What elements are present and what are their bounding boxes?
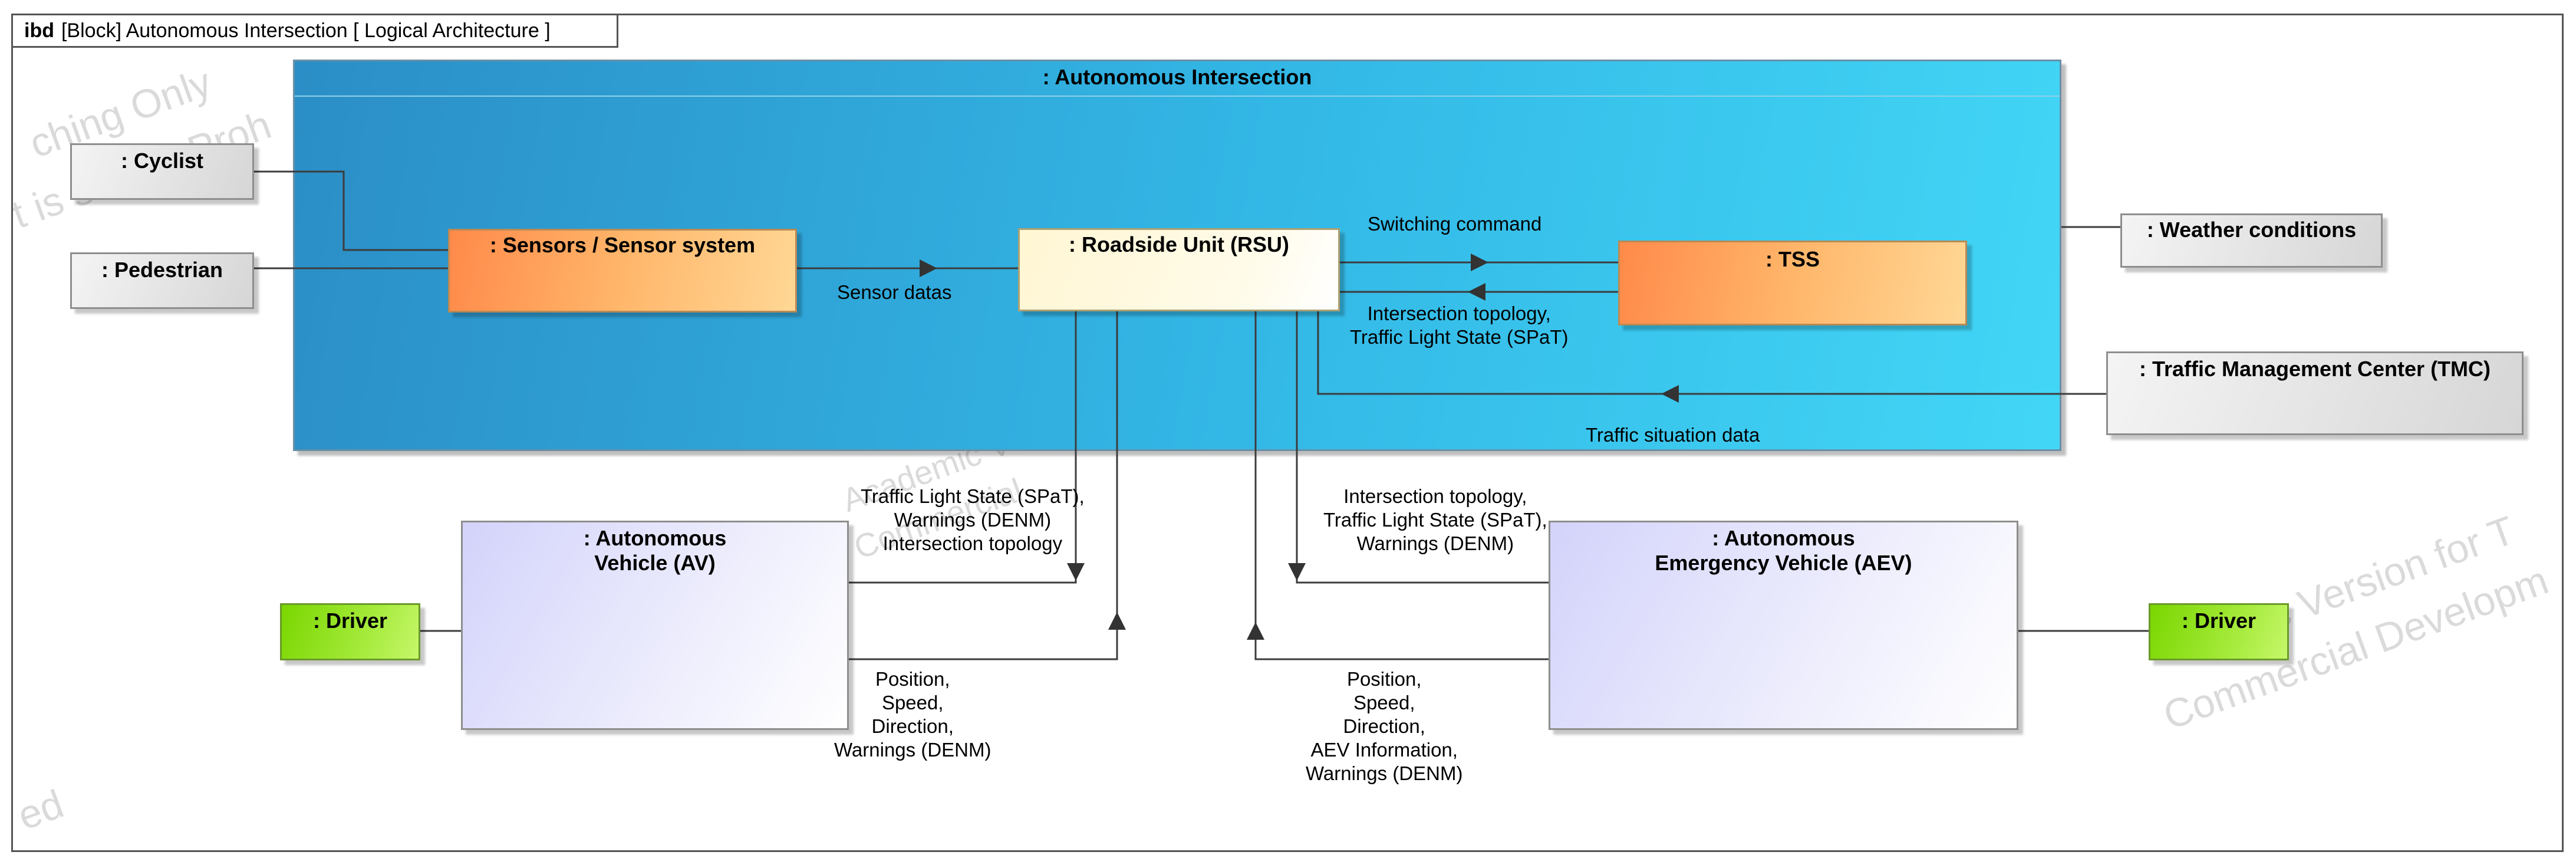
arrowhead-rsu-av bbox=[1067, 563, 1085, 581]
cyclist-label: : Cyclist bbox=[120, 149, 204, 173]
autonomous-vehicle-block[interactable]: : Autonomous Vehicle (AV) bbox=[461, 521, 849, 730]
cyclist-block[interactable]: : Cyclist bbox=[70, 143, 254, 200]
pedestrian-block[interactable]: : Pedestrian bbox=[70, 252, 254, 309]
connector-rsu-aev bbox=[1296, 311, 1549, 584]
arrowhead-aev-rsu bbox=[1247, 622, 1264, 640]
label-line: Traffic Light State (SPaT), bbox=[861, 485, 1085, 507]
label-line: Direction, bbox=[871, 715, 954, 737]
label-line: Traffic Light State (SPaT), bbox=[1323, 509, 1547, 531]
driver-right-label: : Driver bbox=[2181, 609, 2257, 633]
label-av-to-rsu: Position, Speed, Direction, Warnings (DE… bbox=[834, 667, 991, 762]
label-tss-to-rsu: Intersection topology, Traffic Light Sta… bbox=[1350, 302, 1568, 349]
driver-left-block[interactable]: : Driver bbox=[280, 603, 420, 660]
label-line: AEV Information, bbox=[1310, 739, 1458, 761]
label-line: Intersection topology bbox=[882, 532, 1063, 554]
aev-label-line1: : Autonomous bbox=[1712, 526, 1855, 550]
sensors-label: : Sensors / Sensor system bbox=[489, 233, 756, 257]
arrowhead-traffic-situation bbox=[1661, 385, 1679, 403]
label-line: Position, bbox=[875, 668, 950, 690]
tss-label: : TSS bbox=[1765, 247, 1820, 271]
pedestrian-label: : Pedestrian bbox=[101, 258, 223, 282]
connector-cyclist-sensors bbox=[254, 170, 448, 251]
diagram-frame bbox=[11, 14, 2564, 852]
rsu-label: : Roadside Unit (RSU) bbox=[1069, 232, 1289, 256]
connector-tmc-rsu bbox=[1317, 311, 2106, 395]
arrowhead-rsu-aev bbox=[1288, 563, 1306, 581]
driver-left-label: : Driver bbox=[312, 609, 388, 633]
roadside-unit-block[interactable]: : Roadside Unit (RSU) bbox=[1018, 228, 1340, 311]
label-line: Warnings (DENM) bbox=[1306, 762, 1463, 784]
connector-av-rsu bbox=[849, 311, 1118, 660]
connector-aev-rsu bbox=[1254, 311, 1549, 660]
label-line: Intersection topology, bbox=[1367, 302, 1551, 324]
diagram-frame-header: ibd [Block] Autonomous Intersection [ Log… bbox=[11, 14, 618, 48]
label-line: Speed, bbox=[1353, 692, 1415, 713]
arrowhead-tss-rsu bbox=[1468, 283, 1485, 301]
label-line: Traffic Light State (SPaT) bbox=[1350, 326, 1569, 348]
label-line: Speed, bbox=[881, 692, 944, 713]
label-sensor-datas: Sensor datas bbox=[837, 281, 952, 303]
label-rsu-to-av: Traffic Light State (SPaT), Warnings (DE… bbox=[861, 485, 1085, 555]
label-switching-command: Switching command bbox=[1368, 213, 1542, 235]
tmc-label: : Traffic Management Center (TMC) bbox=[2139, 357, 2491, 381]
weather-conditions-label: : Weather conditions bbox=[2146, 218, 2357, 242]
label-line: Warnings (DENM) bbox=[894, 509, 1052, 531]
driver-right-block[interactable]: : Driver bbox=[2149, 603, 2289, 660]
autonomous-emergency-vehicle-block[interactable]: : Autonomous Emergency Vehicle (AEV) bbox=[1549, 521, 2018, 730]
weather-conditions-block[interactable]: : Weather conditions bbox=[2120, 213, 2383, 268]
arrowhead-switching-command bbox=[1471, 254, 1488, 271]
label-traffic-situation: Traffic situation data bbox=[1586, 424, 1760, 446]
arrowhead-sensor-datas bbox=[920, 259, 937, 277]
traffic-management-center-block[interactable]: : Traffic Management Center (TMC) bbox=[2106, 351, 2524, 435]
av-label-line1: : Autonomous bbox=[583, 526, 727, 550]
label-line: Position, bbox=[1346, 668, 1422, 690]
label-rsu-to-aev: Intersection topology, Traffic Light Sta… bbox=[1323, 485, 1547, 555]
container-title-divider bbox=[295, 96, 2060, 97]
label-line: Direction, bbox=[1343, 715, 1425, 737]
av-label-line2: Vehicle (AV) bbox=[594, 551, 716, 575]
tss-block[interactable]: : TSS bbox=[1618, 241, 1967, 325]
diagram-title: [Block] Autonomous Intersection [ Logica… bbox=[61, 19, 551, 42]
label-line: Warnings (DENM) bbox=[1356, 532, 1514, 554]
arrowhead-av-rsu bbox=[1108, 612, 1126, 630]
diagram-kind: ibd bbox=[24, 19, 54, 42]
label-line: Warnings (DENM) bbox=[834, 739, 991, 761]
aev-label-line2: Emergency Vehicle (AEV) bbox=[1655, 551, 1912, 575]
label-aev-to-rsu: Position, Speed, Direction, AEV Informat… bbox=[1306, 667, 1462, 785]
label-line: Intersection topology, bbox=[1343, 485, 1527, 507]
connector-rsu-av bbox=[849, 311, 1077, 584]
sensors-block[interactable]: : Sensors / Sensor system bbox=[448, 229, 797, 313]
container-title: : Autonomous Intersection bbox=[1042, 65, 1312, 89]
